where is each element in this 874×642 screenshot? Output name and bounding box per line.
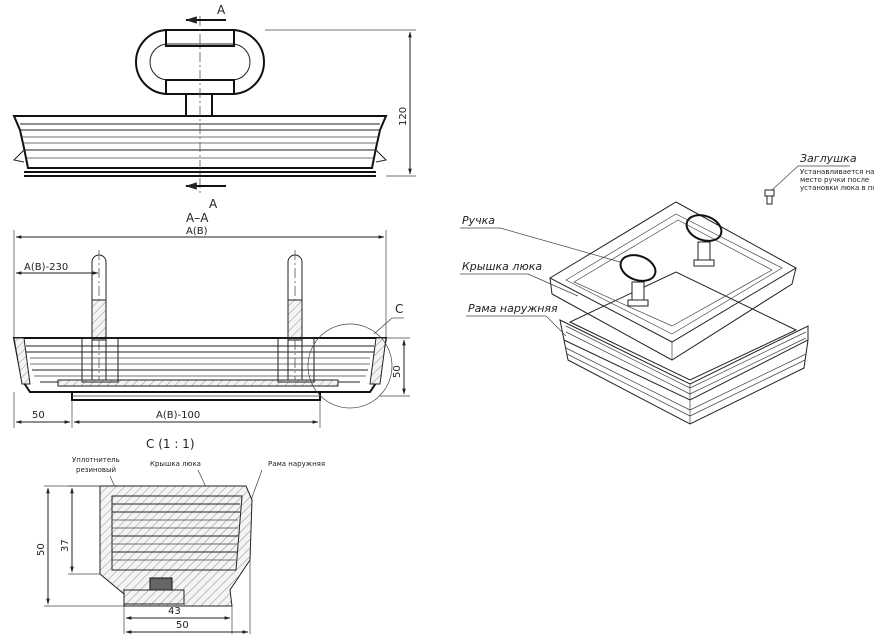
iso-label-frame: Рама наружняя [468, 302, 558, 315]
iso-label-cover: Крышка люка [462, 260, 542, 273]
dim-left-50: 50 [32, 410, 45, 421]
plug-note-3: установки люка в пол [800, 184, 874, 192]
iso-label-handle: Ручка [462, 214, 495, 227]
dim-total-label: A(B) [186, 226, 208, 237]
dim-offset-label: A(B)-230 [24, 262, 68, 273]
section-view: A–A A(B) A(B)-230 [12, 211, 410, 428]
handle-stem [185, 93, 213, 117]
dim-height-120: 120 [398, 107, 409, 126]
dim-detail-37: 37 [60, 539, 71, 552]
iso-view: Заглушка Устанавливается на место ручки … [460, 152, 874, 425]
detail-title: C (1 : 1) [146, 437, 195, 451]
dim-height-50: 50 [392, 365, 403, 378]
dim-bottom-label: A(B)-100 [156, 410, 200, 421]
detail-label-seal-1: Уплотнитель [72, 456, 120, 464]
dim-detail-50-h: 50 [176, 620, 189, 631]
plug-note-1: Устанавливается на [800, 168, 874, 176]
section-mark-bottom: A [209, 197, 218, 211]
dim-detail-50-v: 50 [36, 543, 47, 556]
section-mark-top: A [217, 3, 226, 17]
top-view: A A 120 [12, 3, 416, 211]
plug-note-2: место ручки после [800, 176, 869, 184]
detail-label-frame: Рама наружняя [268, 460, 325, 468]
detail-mark-c: C [395, 302, 403, 316]
dim-detail-43: 43 [168, 606, 181, 617]
detail-label-seal-2: резиновый [76, 466, 116, 474]
detail-view: C (1 : 1) Уплотнитель резиновый Крышка л… [36, 437, 325, 634]
iso-label-plug: Заглушка [800, 152, 857, 165]
section-title: A–A [186, 211, 209, 225]
cover-body [12, 115, 388, 169]
detail-label-cover: Крышка люка [150, 460, 201, 468]
